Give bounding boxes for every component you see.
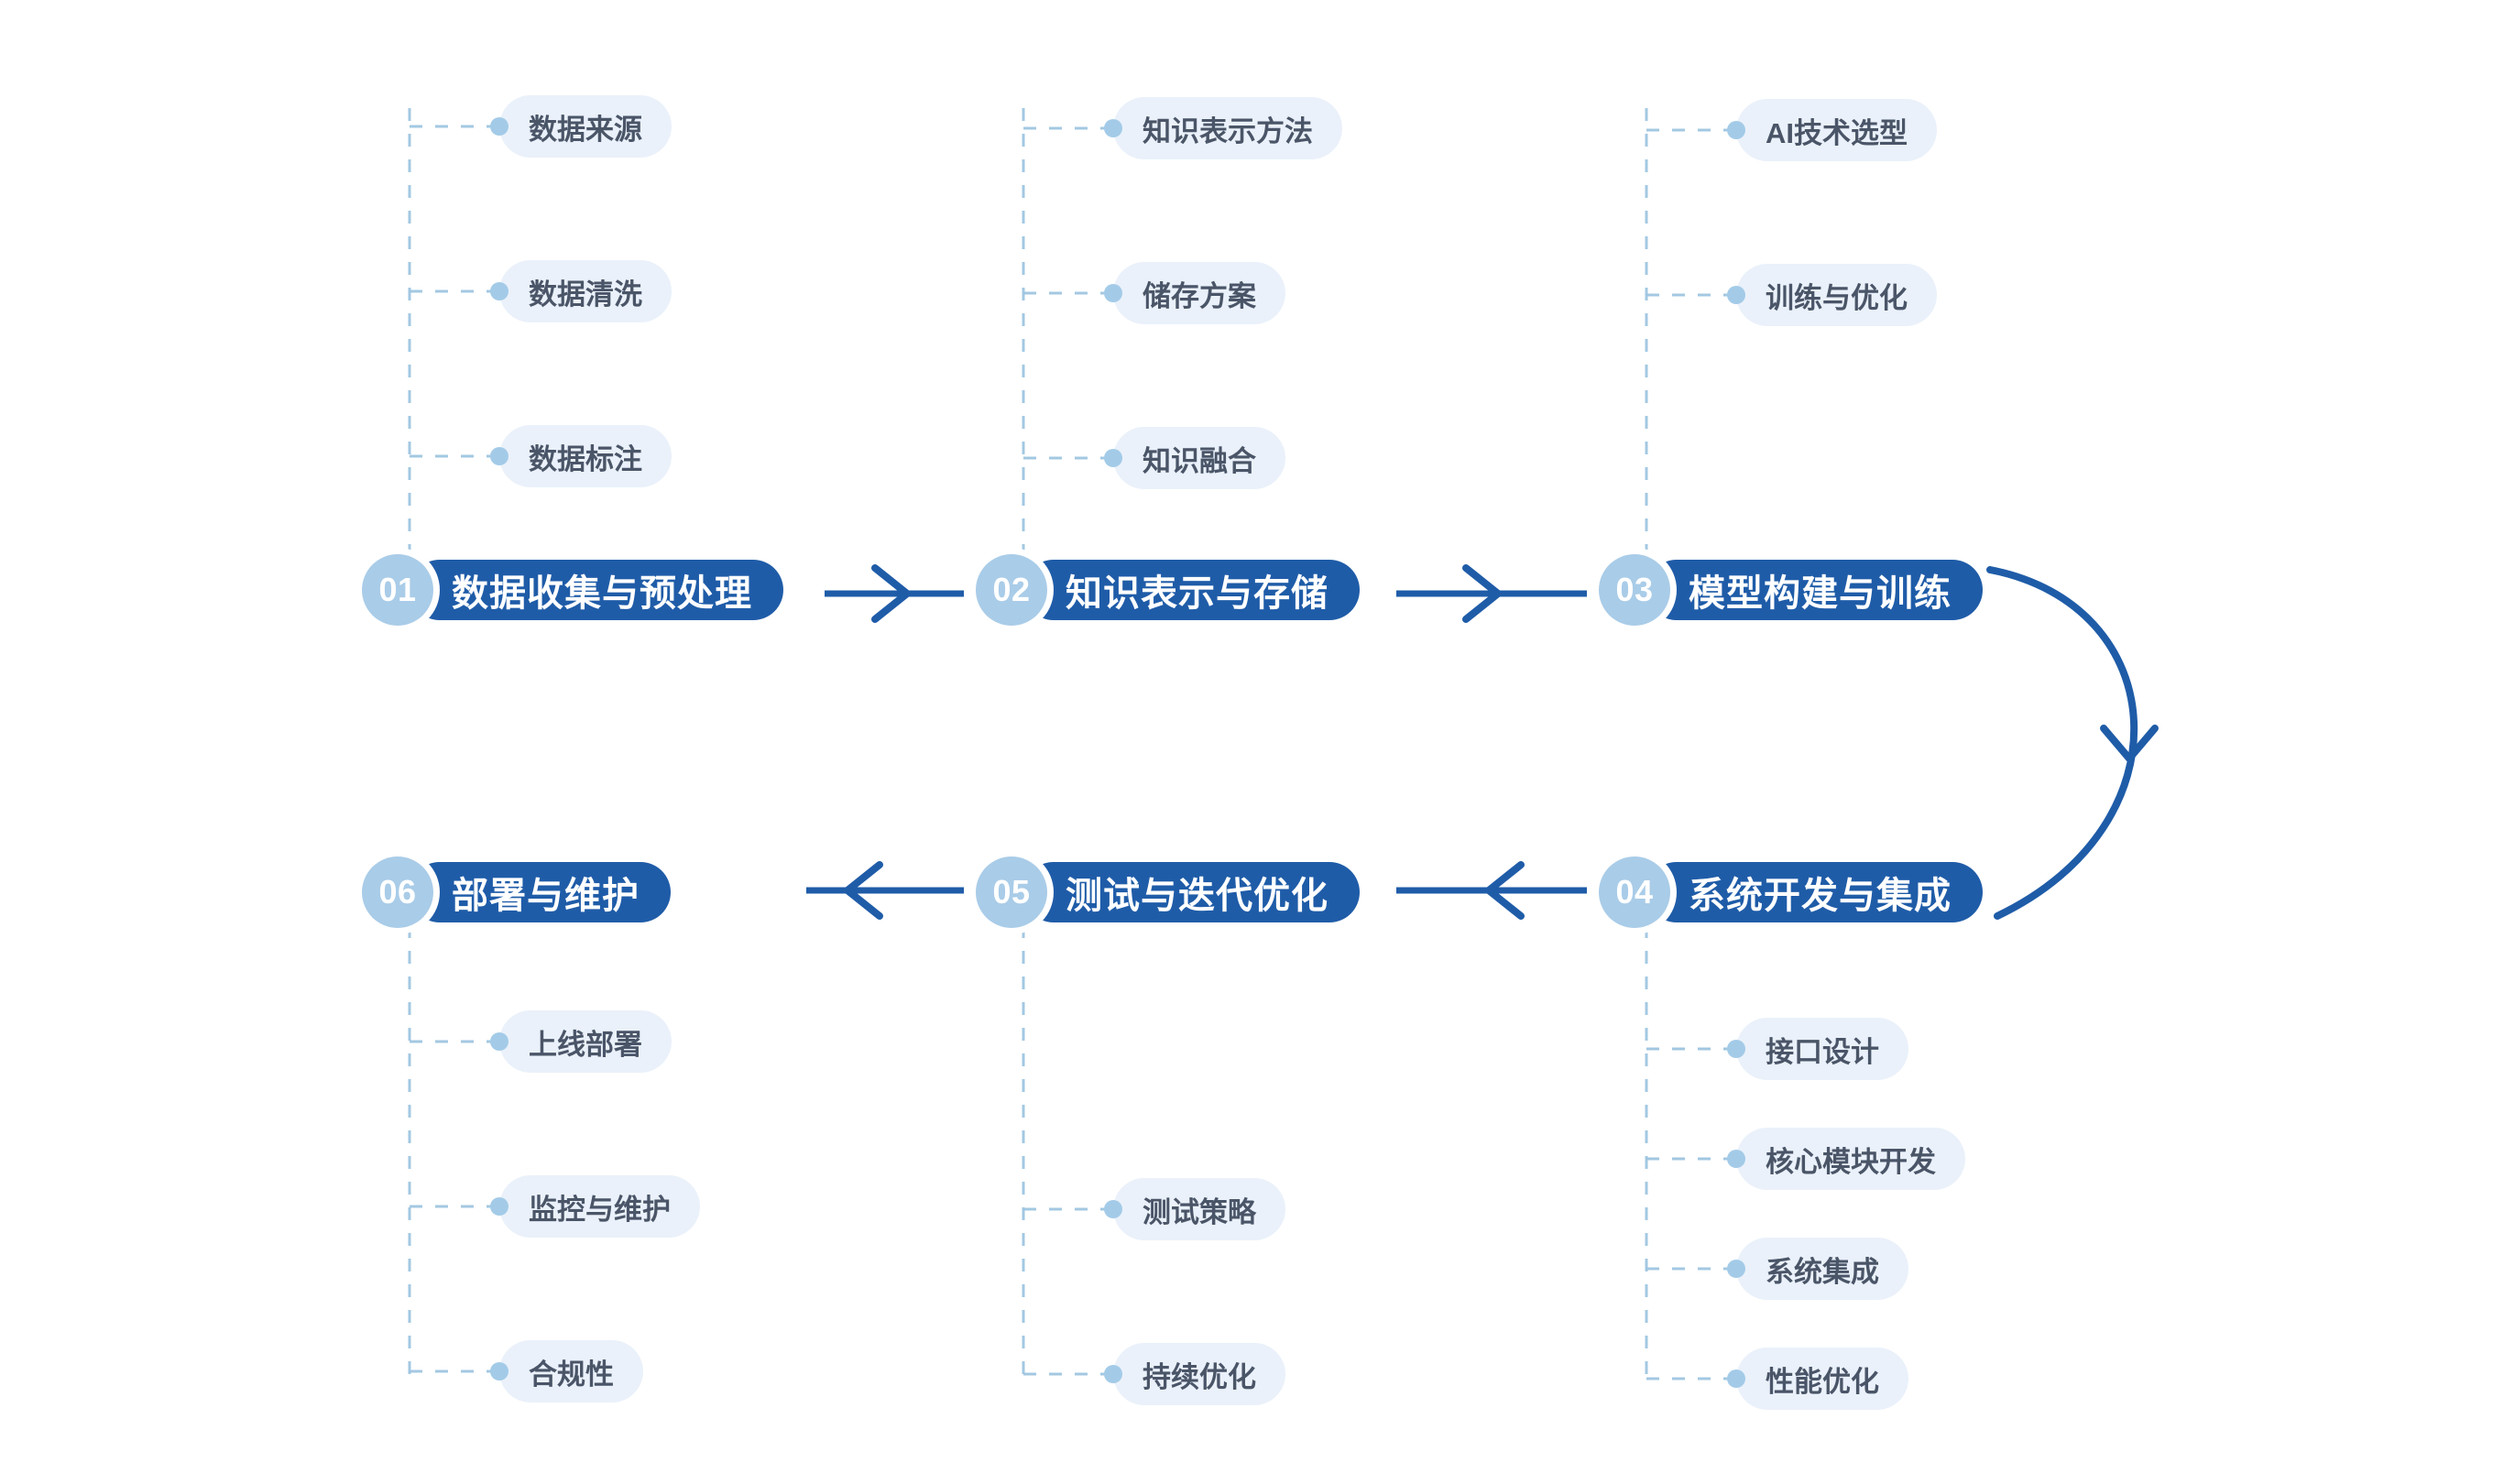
sub-dot-icon	[1727, 1150, 1745, 1168]
sub-label: 数据来源	[499, 95, 672, 158]
sub-node-04-2[interactable]: 核心模块开发	[1727, 1128, 1965, 1190]
arrow-head-03-04	[2100, 725, 2159, 762]
sub-dot-icon	[490, 1032, 508, 1051]
sub-node-02-2[interactable]: 储存方案	[1104, 262, 1285, 324]
sub-node-02-3[interactable]: 知识融合	[1104, 427, 1285, 489]
sub-node-01-3[interactable]: 数据标注	[490, 425, 672, 487]
sub-node-06-1[interactable]: 上线部署	[490, 1010, 672, 1073]
sub-dot-icon	[1104, 1200, 1122, 1218]
sub-dot-icon	[1727, 121, 1745, 139]
sub-dot-icon	[1727, 1260, 1745, 1278]
sub-dot-icon	[1727, 1369, 1745, 1388]
arrow-head-04-05	[1485, 861, 1525, 920]
stage-label-05: 测试与迭代优化	[1023, 862, 1360, 922]
stage-badge-03: 03	[1599, 554, 1670, 626]
stage-badge-05: 05	[976, 857, 1047, 928]
sub-dot-icon	[490, 282, 508, 300]
stage-badge-02: 02	[976, 554, 1047, 626]
arrow-curve-03-04	[1986, 566, 2138, 920]
arrow-head-01-02	[871, 564, 911, 623]
sub-dot-icon	[1104, 119, 1122, 137]
sub-label: 合规性	[499, 1340, 643, 1402]
stage-node-02[interactable]: 02 知识表示与存储	[976, 554, 1360, 626]
stage-node-06[interactable]: 06 部署与维护	[362, 857, 671, 928]
sub-dot-icon	[1727, 1040, 1745, 1058]
sub-node-06-3[interactable]: 合规性	[490, 1340, 643, 1402]
stage-node-03[interactable]: 03 模型构建与训练	[1599, 554, 1983, 626]
sub-label: 持续优化	[1113, 1343, 1285, 1405]
sub-label: 上线部署	[499, 1010, 672, 1073]
stage-label-06: 部署与维护	[410, 862, 671, 922]
stage-label-03: 模型构建与训练	[1646, 560, 1983, 620]
sub-label: 测试策略	[1113, 1178, 1285, 1240]
sub-node-02-1[interactable]: 知识表示方法	[1104, 97, 1342, 159]
sub-label: 监控与维护	[499, 1175, 700, 1238]
sub-dot-icon	[490, 1362, 508, 1380]
sub-label: 数据标注	[499, 425, 672, 487]
sub-label: 系统集成	[1736, 1238, 1908, 1300]
sub-dot-icon	[1104, 449, 1122, 467]
arrow-head-05-06	[844, 861, 883, 920]
sub-label: 接口设计	[1736, 1018, 1908, 1080]
sub-label: 知识融合	[1113, 427, 1285, 489]
sub-node-03-2[interactable]: 训练与优化	[1727, 264, 1937, 326]
sub-label: 数据清洗	[499, 260, 672, 322]
sub-dot-icon	[1104, 284, 1122, 302]
sub-label: 储存方案	[1113, 262, 1285, 324]
stage-node-01[interactable]: 01 数据收集与预处理	[362, 554, 783, 626]
stage-badge-01: 01	[362, 554, 433, 626]
sub-dot-icon	[490, 117, 508, 136]
sub-node-05-1[interactable]: 测试策略	[1104, 1178, 1285, 1240]
stage-node-05[interactable]: 05 测试与迭代优化	[976, 857, 1360, 928]
sub-node-04-4[interactable]: 性能优化	[1727, 1348, 1908, 1410]
stage-label-02: 知识表示与存储	[1023, 560, 1360, 620]
sub-node-05-2[interactable]: 持续优化	[1104, 1343, 1285, 1405]
arrow-head-02-03	[1462, 564, 1502, 623]
sub-dot-icon	[490, 1197, 508, 1216]
sub-node-01-2[interactable]: 数据清洗	[490, 260, 672, 322]
sub-label: AI技术选型	[1736, 99, 1937, 161]
stage-label-04: 系统开发与集成	[1646, 862, 1983, 922]
sub-label: 训练与优化	[1736, 264, 1937, 326]
sub-dot-icon	[490, 447, 508, 465]
stage-badge-04: 04	[1599, 857, 1670, 928]
sub-dot-icon	[1727, 286, 1745, 304]
sub-node-06-2[interactable]: 监控与维护	[490, 1175, 700, 1238]
sub-node-04-1[interactable]: 接口设计	[1727, 1018, 1908, 1080]
sub-node-01-1[interactable]: 数据来源	[490, 95, 672, 158]
sub-label: 核心模块开发	[1736, 1128, 1965, 1190]
stage-node-04[interactable]: 04 系统开发与集成	[1599, 857, 1983, 928]
sub-node-04-3[interactable]: 系统集成	[1727, 1238, 1908, 1300]
stage-label-01: 数据收集与预处理	[410, 560, 783, 620]
sub-dot-icon	[1104, 1365, 1122, 1383]
sub-label: 知识表示方法	[1113, 97, 1342, 159]
sub-node-03-1[interactable]: AI技术选型	[1727, 99, 1937, 161]
sub-label: 性能优化	[1736, 1348, 1908, 1410]
stage-badge-06: 06	[362, 857, 433, 928]
